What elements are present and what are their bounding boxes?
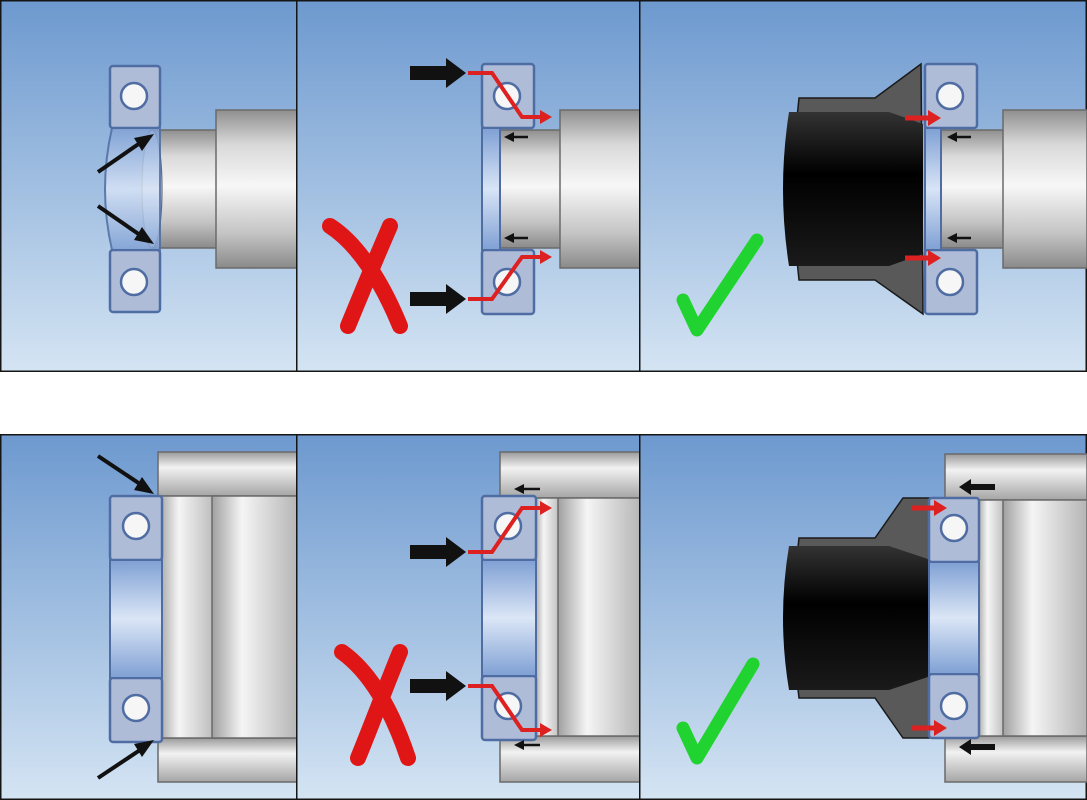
mounting-tool bbox=[783, 62, 924, 316]
x-mark-icon bbox=[334, 644, 416, 766]
force-path-arrows bbox=[905, 110, 941, 266]
force-path-lines bbox=[468, 506, 546, 732]
force-path-lines bbox=[468, 71, 546, 301]
bearing bbox=[108, 494, 164, 744]
push-arrow-icon bbox=[410, 284, 466, 314]
housing bbox=[157, 451, 298, 783]
housing-correct-drawing bbox=[639, 434, 1087, 800]
panel-shaft-correct bbox=[639, 0, 1087, 372]
push-arrow-icon bbox=[410, 671, 466, 701]
force-path-arrows bbox=[911, 500, 947, 736]
force-path-arrowheads bbox=[540, 501, 552, 737]
push-arrow-icon bbox=[410, 537, 466, 567]
housing-incorrect-drawing bbox=[296, 434, 641, 800]
mounting-force-arrows bbox=[96, 454, 154, 780]
ball-icon bbox=[119, 81, 149, 111]
reaction-arrow-icon bbox=[959, 739, 995, 755]
bearing bbox=[927, 496, 981, 740]
bearing bbox=[104, 64, 162, 314]
panel-housing-incorrect bbox=[296, 434, 641, 800]
shaft bbox=[928, 109, 1087, 269]
row-housing-mounting bbox=[0, 434, 1087, 800]
check-mark-icon bbox=[676, 657, 760, 765]
reaction-arrows bbox=[514, 484, 540, 750]
panel-housing-setup bbox=[0, 434, 298, 800]
reaction-arrows bbox=[504, 132, 528, 243]
mounting-force-arrows bbox=[96, 134, 154, 244]
row-shaft-mounting bbox=[0, 0, 1087, 372]
x-mark-icon bbox=[322, 218, 408, 334]
ball-icon bbox=[121, 693, 151, 723]
housing bbox=[499, 451, 641, 783]
push-arrows bbox=[410, 537, 466, 701]
panel-housing-correct bbox=[639, 434, 1087, 800]
force-path-arrowheads bbox=[540, 110, 552, 264]
mounting-tool bbox=[783, 497, 932, 739]
check-mark-icon bbox=[676, 233, 764, 337]
shaft bbox=[141, 109, 298, 269]
panel-shaft-setup bbox=[0, 0, 298, 372]
panel-shaft-incorrect bbox=[296, 0, 641, 372]
ball-icon bbox=[935, 267, 965, 297]
ball-icon bbox=[121, 511, 151, 541]
bearing bbox=[480, 494, 538, 742]
bearing bbox=[923, 62, 979, 316]
reaction-arrows bbox=[959, 479, 995, 755]
housing-setup-drawing bbox=[0, 434, 298, 800]
ball-icon bbox=[939, 691, 969, 721]
shaft-correct-drawing bbox=[639, 0, 1087, 372]
push-arrows bbox=[410, 58, 466, 314]
reaction-arrow-icon bbox=[959, 479, 995, 495]
ball-icon bbox=[119, 267, 149, 297]
housing bbox=[944, 453, 1087, 783]
shaft-setup-drawing bbox=[0, 0, 298, 372]
shaft bbox=[495, 109, 641, 269]
ball-icon bbox=[939, 513, 969, 543]
shaft-incorrect-drawing bbox=[296, 0, 641, 372]
ball-icon bbox=[935, 81, 965, 111]
push-arrow-icon bbox=[410, 58, 466, 88]
reaction-arrows bbox=[947, 132, 971, 243]
